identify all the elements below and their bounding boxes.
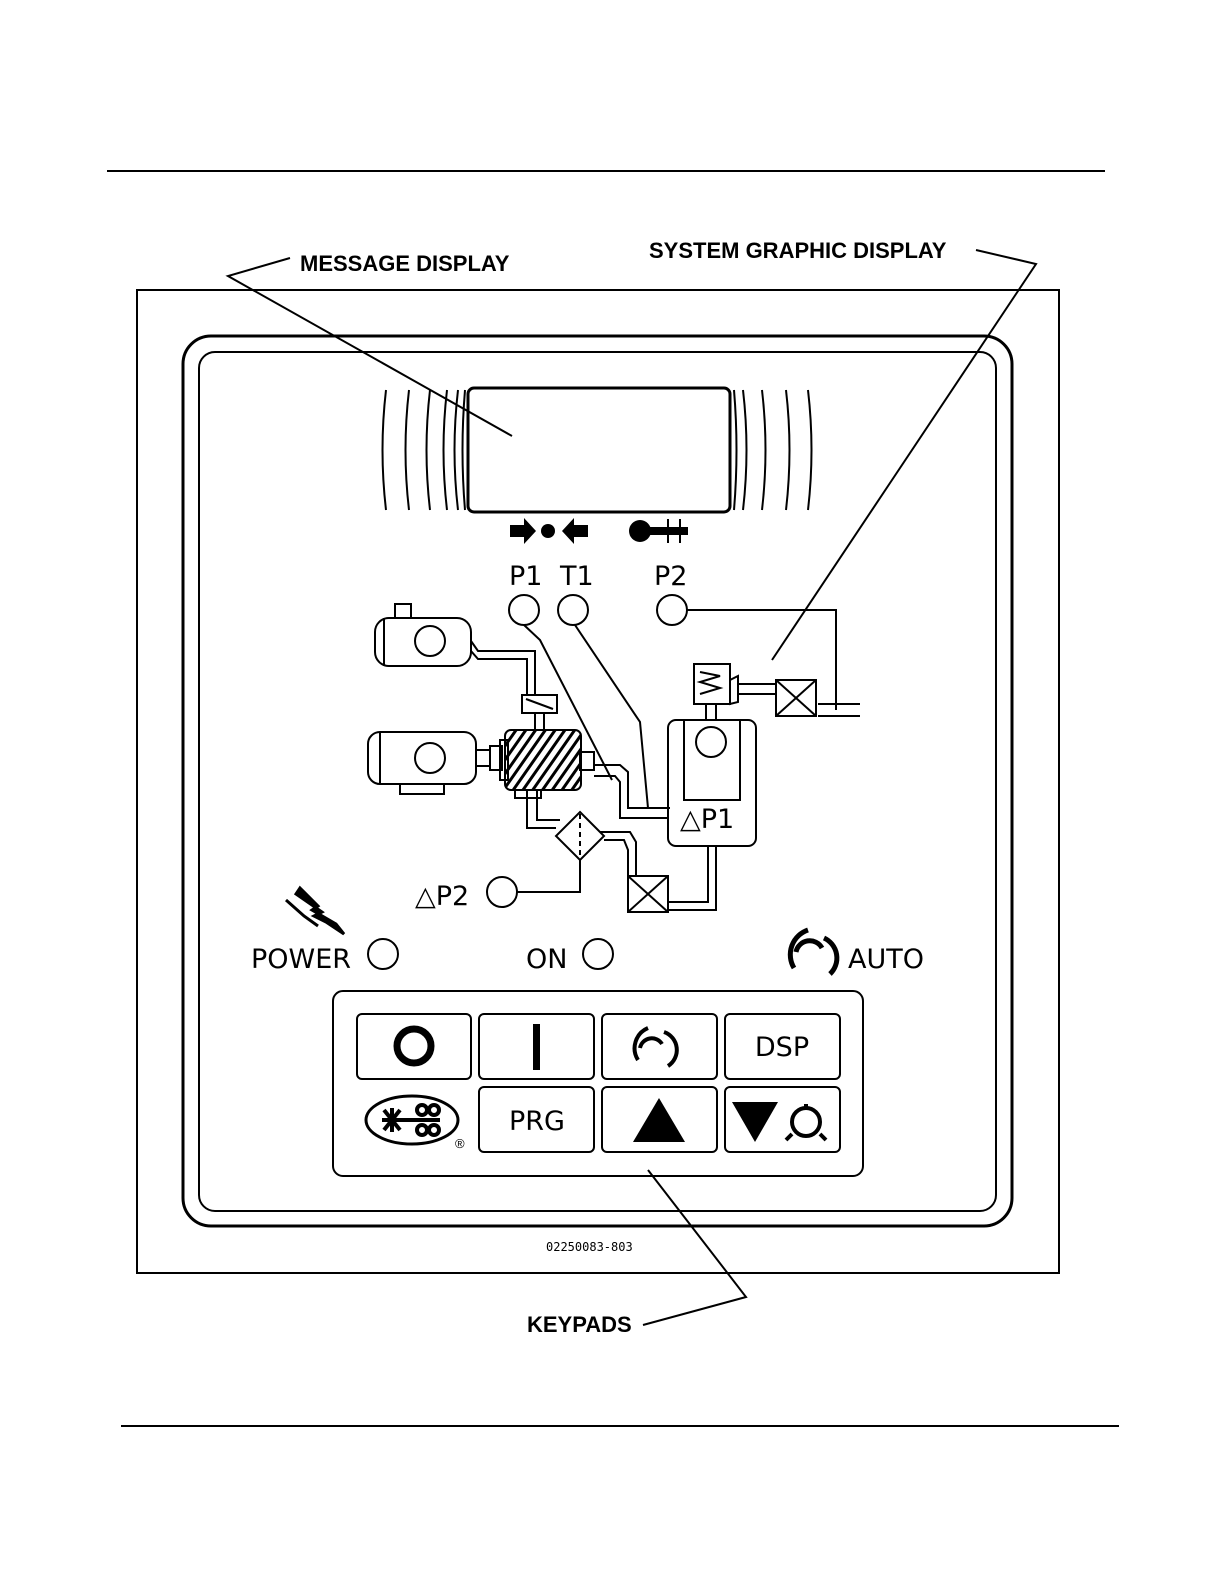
on-label: ON	[526, 944, 567, 975]
power-indicator-led	[368, 939, 398, 969]
delta-p1-label: △P1	[680, 804, 734, 835]
start-button[interactable]	[479, 1014, 594, 1079]
system-graphic-display-callout: SYSTEM GRAPHIC DISPLAY	[649, 238, 947, 263]
oil-filter-icon	[556, 812, 604, 860]
keypads-callout: KEYPADS	[527, 1312, 632, 1337]
delta-p2-label: △P2	[415, 881, 469, 912]
leader-lines	[228, 250, 1036, 1325]
p1-label: P1	[509, 561, 542, 592]
p2-label: P2	[654, 561, 687, 592]
bezel-outer	[183, 336, 1012, 1226]
on-indicator-led	[583, 939, 613, 969]
vertical-bar-start-icon	[533, 1024, 540, 1070]
p1-indicator-led	[509, 595, 539, 625]
t1-label: T1	[559, 561, 594, 592]
message-display-callout: MESSAGE DISPLAY	[300, 251, 510, 276]
oil-cooler-icon	[628, 876, 668, 912]
delta-p2-indicator-led	[487, 877, 517, 907]
system-graphic	[368, 604, 860, 912]
part-number: 02250083-803	[546, 1240, 633, 1254]
auto-button[interactable]	[602, 1014, 717, 1079]
bezel-inner	[199, 352, 996, 1211]
brand-logo: ®	[366, 1096, 465, 1151]
prg-label: PRG	[509, 1106, 565, 1137]
p2-indicator-led	[657, 595, 687, 625]
stop-button[interactable]	[357, 1014, 471, 1079]
power-label: POWER	[251, 944, 351, 975]
aftercooler-icon	[776, 680, 816, 716]
up-button[interactable]	[602, 1087, 717, 1152]
lightning-icon	[286, 888, 344, 934]
t1-indicator-led	[558, 595, 588, 625]
auto-label: AUTO	[848, 944, 924, 975]
thermometer-symbol-icon	[629, 519, 688, 543]
dsp-button[interactable]: DSP	[725, 1014, 840, 1079]
registered-mark: ®	[455, 1136, 465, 1151]
message-display	[383, 388, 812, 512]
prg-button[interactable]: PRG	[479, 1087, 594, 1152]
fan-motor-icon	[375, 604, 471, 666]
min-pressure-valve-icon	[694, 664, 738, 704]
dsp-label: DSP	[755, 1032, 809, 1063]
pressure-symbol-icon	[510, 518, 588, 544]
auto-swirl-icon	[790, 930, 837, 974]
down-reset-button[interactable]	[725, 1087, 840, 1152]
main-motor-icon	[368, 732, 476, 794]
compressor-airend-icon	[500, 730, 594, 798]
